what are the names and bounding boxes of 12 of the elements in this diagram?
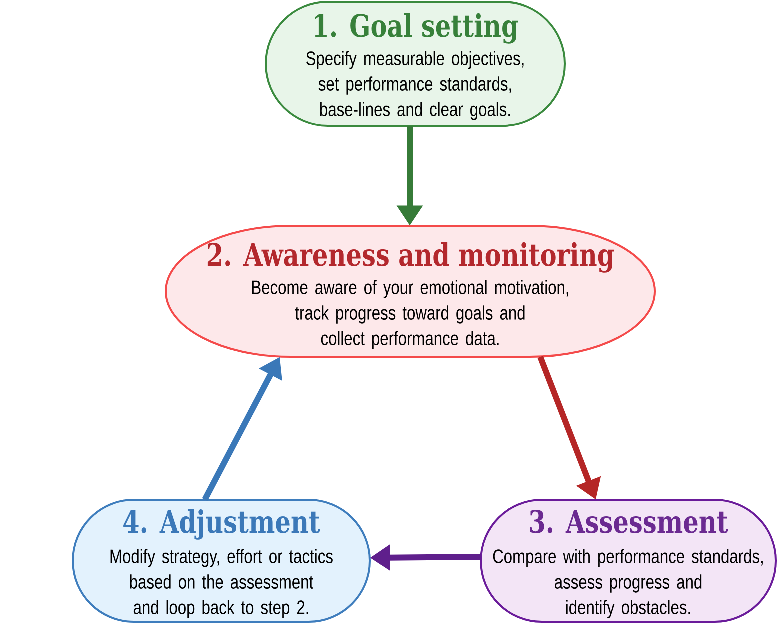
- rounded-box: [72, 499, 371, 623]
- step-heading: 3. Assessment: [530, 510, 728, 534]
- step-heading: 4. Adjustment: [124, 509, 320, 540]
- step-heading: 2. Awareness and monitoring: [208, 242, 614, 273]
- rounded-box: [265, 1, 566, 127]
- step-description: Become aware of your emotional motivation, track progress toward goals and collect performance data.: [252, 280, 568, 350]
- step-description: Specify measurable objectives, set performance standards, base-lines and clear goals.: [306, 51, 524, 120]
- rounded-box: [480, 499, 777, 623]
- step-description: Modify strategy, effort or tactics based on the assessment and loop back to step 2.: [110, 549, 333, 618]
- rounded-box: [165, 225, 656, 358]
- step-description: Compare with performance standards, assess progress and identify obstacles.: [493, 549, 763, 618]
- step-heading: 1. Goal setting: [315, 13, 518, 44]
